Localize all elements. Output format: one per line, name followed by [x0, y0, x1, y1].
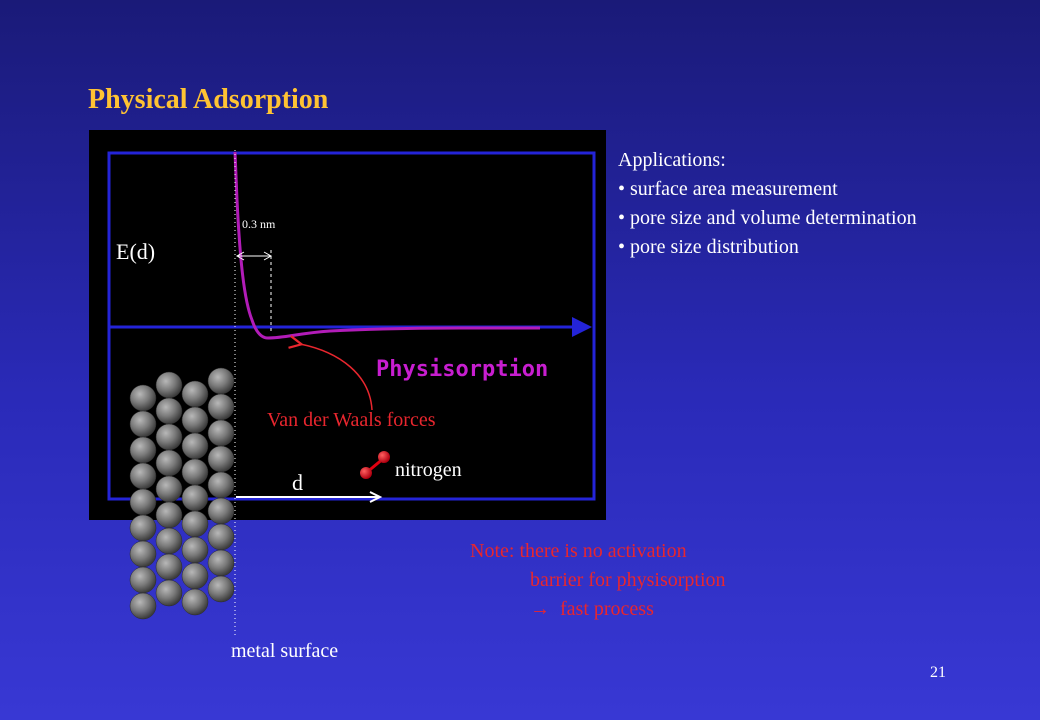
metal-atom: [207, 497, 235, 525]
distance-label: d: [292, 470, 303, 495]
metal-atom: [181, 562, 209, 590]
application-item: • surface area measurement: [618, 178, 838, 200]
applications-heading: Applications:: [618, 149, 726, 171]
metal-atom: [129, 514, 157, 542]
metal-atom: [155, 449, 183, 477]
metal-atom: [181, 484, 209, 512]
physisorption-label: Physisorption: [376, 357, 548, 382]
metal-atom: [207, 471, 235, 499]
metal-atom: [129, 384, 157, 412]
metal-atom: [207, 549, 235, 577]
metal-surface-label: metal surface: [231, 640, 338, 662]
nitrogen-label: nitrogen: [395, 459, 462, 481]
metal-atom: [129, 436, 157, 464]
metal-atom: [155, 579, 183, 607]
note-prefix: Note:: [470, 540, 515, 562]
van-der-waals-label: Van der Waals forces: [267, 409, 436, 431]
metal-surface-atoms: [129, 367, 235, 620]
metal-atom: [129, 488, 157, 516]
distance-marker-label: 0.3 nm: [242, 217, 276, 231]
note-block: Note: there is no activation barrier for…: [470, 537, 726, 624]
metal-atom: [181, 406, 209, 434]
metal-atom: [181, 432, 209, 460]
metal-atom: [207, 523, 235, 551]
metal-atom: [155, 475, 183, 503]
metal-atom: [155, 553, 183, 581]
metal-atom: [129, 540, 157, 568]
note-line-3: fast process: [560, 598, 654, 620]
applications-list: Applications: • surface area measurement…: [618, 146, 917, 262]
metal-atom: [129, 410, 157, 438]
metal-atom: [129, 592, 157, 620]
slide-title: Physical Adsorption: [88, 84, 329, 115]
metal-atom: [207, 575, 235, 603]
metal-atom: [181, 588, 209, 616]
metal-atom: [181, 380, 209, 408]
metal-atom: [155, 501, 183, 529]
application-item: • pore size and volume determination: [618, 207, 917, 229]
distance-axis-arrowhead: [572, 317, 592, 337]
metal-atom: [207, 445, 235, 473]
metal-atom: [207, 393, 235, 421]
metal-atom: [181, 510, 209, 538]
physisorption-curve: [233, 151, 540, 340]
metal-atom: [155, 527, 183, 555]
metal-atom: [207, 419, 235, 447]
metal-atom: [155, 397, 183, 425]
application-item: • pore size distribution: [618, 236, 799, 258]
page-number: 21: [930, 664, 946, 681]
note-line-2: barrier for physisorption: [530, 569, 726, 591]
metal-atom: [155, 423, 183, 451]
metal-atom: [181, 536, 209, 564]
nitrogen-molecule-icon: [360, 451, 390, 479]
energy-axis-label: E(d): [116, 239, 155, 264]
van-der-waals-arrow: [300, 344, 373, 411]
note-line-1: there is no activation: [519, 540, 687, 562]
metal-atom: [207, 367, 235, 395]
metal-atom: [129, 462, 157, 490]
metal-atom: [129, 566, 157, 594]
metal-atom: [181, 458, 209, 486]
arrow-icon: →: [530, 598, 550, 620]
metal-atom: [155, 371, 183, 399]
